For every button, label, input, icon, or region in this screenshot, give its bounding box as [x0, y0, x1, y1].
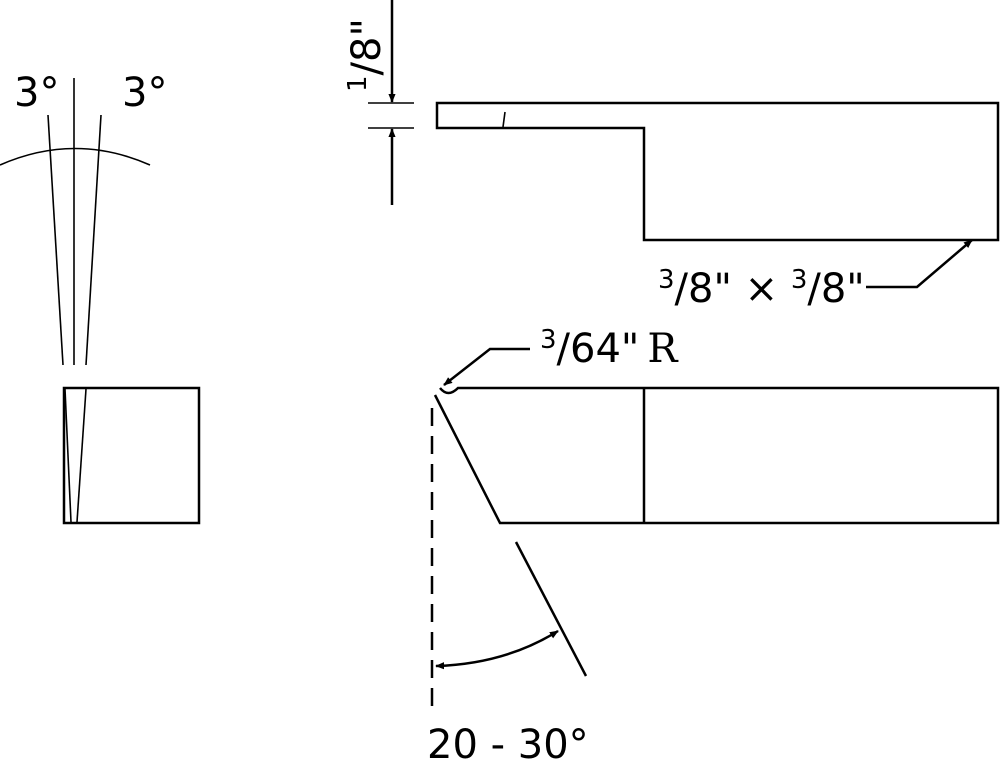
- clearance-line-right-outer: [85, 114, 102, 366]
- stock-size-leader: [866, 239, 973, 289]
- tool-end-section: [62, 386, 201, 525]
- angle-label-right: 3°: [122, 70, 167, 116]
- side-view: 1/8" 3/8" × 3/8": [343, 0, 1000, 312]
- side-angle-label: 20 - 30°: [427, 722, 589, 768]
- stock-size-label: 3/8" × 3/8": [658, 265, 865, 312]
- nose-radius-leader: [443, 347, 530, 386]
- side-cutting-edge-extension: [514, 541, 588, 677]
- end-view: 3° 3°: [0, 70, 201, 525]
- angle-label-left: 3°: [14, 70, 59, 116]
- tool-side-profile: [435, 101, 1000, 242]
- clearance-line-left-outer: [47, 114, 64, 366]
- tool-top-outline: [433, 386, 1000, 525]
- end-relief-line-2: [76, 388, 87, 523]
- angle-arc: [435, 629, 559, 670]
- top-view: 3/64"R 20 - 30°: [427, 325, 1000, 768]
- end-relief-line-1: [64, 388, 72, 523]
- nose-radius-label: 3/64"R: [540, 325, 679, 372]
- thickness-label: 1/8": [343, 18, 390, 92]
- rake-tick: [502, 111, 506, 128]
- workpiece-arc: [0, 147, 151, 166]
